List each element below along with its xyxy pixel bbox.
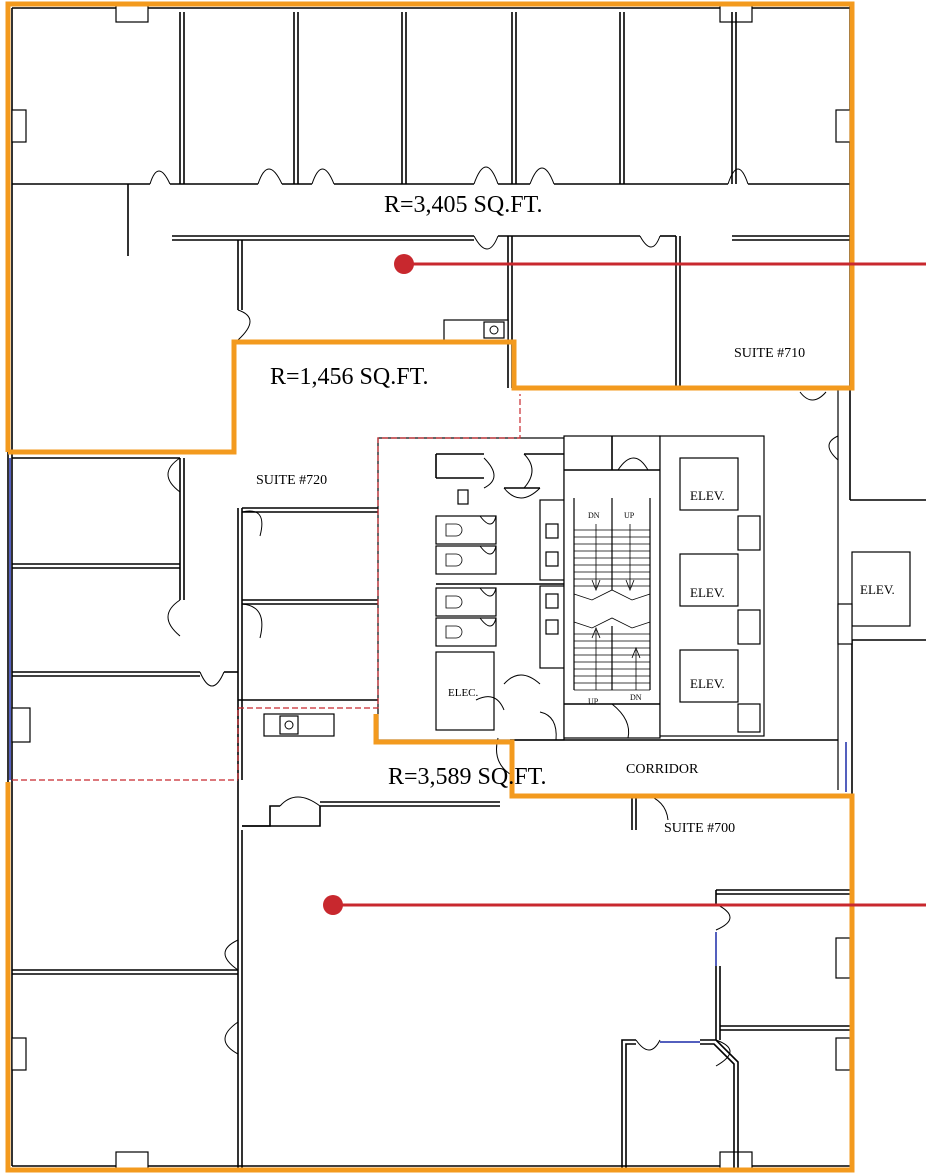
stair-label-dn-bottom: DN	[630, 693, 642, 702]
elevator-label-1: ELEV.	[690, 488, 725, 503]
elec-room-label: ELEC.	[448, 687, 478, 699]
upper-inner-walls	[127, 184, 850, 388]
boundary-top	[5, 1, 855, 455]
stair-label-up-bottom: UP	[588, 697, 599, 706]
corridor-label: CORRIDOR	[626, 762, 699, 777]
area-label-middle: R=1,456 SQ.FT.	[270, 364, 428, 390]
labels: R=3,405 SQ.FT. R=1,456 SQ.FT. R=3,589 SQ…	[256, 192, 895, 836]
stair-label-up-top: UP	[624, 511, 635, 520]
suite-720-offices	[12, 457, 378, 780]
elevator-label-2: ELEV.	[690, 585, 725, 600]
area-label-bottom: R=3,589 SQ.FT.	[388, 764, 546, 790]
stair-label-dn-top: DN	[588, 511, 600, 520]
boundary-bottom	[5, 714, 855, 1173]
suite-label-700: SUITE #700	[664, 821, 735, 836]
leader-lines	[323, 254, 926, 915]
leader-dot-top	[394, 254, 414, 274]
top-office-walls	[12, 12, 850, 185]
core-elevators	[659, 435, 911, 737]
area-boundaries	[5, 1, 855, 1173]
area-label-top: R=3,405 SQ.FT.	[384, 192, 542, 218]
corridor-walls	[496, 391, 847, 830]
suite-label-710: SUITE #710	[734, 346, 805, 361]
tenant-lines	[9, 394, 521, 781]
leader-dot-bottom	[323, 895, 343, 915]
suite-700-walls	[12, 780, 850, 1170]
core-stairs	[563, 435, 661, 739]
elevator-label-3: ELEV.	[690, 676, 725, 691]
suite-label-720: SUITE #720	[256, 473, 327, 488]
elevator-label-4: ELEV.	[860, 582, 895, 597]
